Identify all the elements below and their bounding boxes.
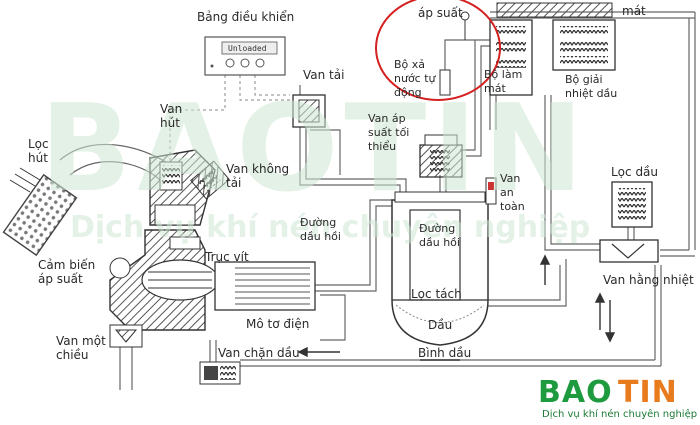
watermark-tagline: Dịch vụ khí nén chuyên nghiệp [70,210,591,245]
label-control-panel: Bảng điều khiển [197,10,295,24]
compressor [109,229,219,331]
label-oil-return-2: Đường dầu hồi [419,222,460,249]
label-auto-drain: Bộ xả nước tự động [394,58,436,99]
logo: BAO TIN Dịch vụ khí nén chuyên nghiệp [538,375,698,421]
logo-tagline: Dịch vụ khí nén chuyên nghiệp [542,409,698,420]
highlight-circle [375,0,501,101]
oil-cooler [552,19,616,71]
label-no-load-valve: Van không tải [226,162,290,190]
auto-drain-valve [439,11,470,96]
label-separator: Lọc tách [411,287,462,301]
label-oil-stop-valve: Van chặn dầu [218,346,300,360]
label-cooler: Bộ làm mát [484,68,523,95]
label-pressure: áp suất [418,6,463,20]
label-oil-cooler: Bộ giải nhiệt dầu [565,73,618,100]
label-oil-tank: Bình dầu [418,346,472,360]
label-oil-return-1: Đường dầu hồi [300,216,341,243]
electric-motor [214,261,316,311]
logo-brand-part1: BAO [538,375,613,410]
label-safety-valve: Van an toàn [500,172,525,213]
label-intake-valve: Van hút [160,102,183,130]
thermostatic-valve [599,239,659,263]
oil-tank [391,191,489,346]
label-thermostatic-valve: Van hằng nhiệt [603,273,694,287]
signal-lines [169,75,300,160]
oil-filter [611,181,653,228]
label-oil: Dầu [428,318,453,332]
label-pressure-sensor: Cảm biến áp suất [38,258,96,286]
flow-arrows [297,254,616,361]
check-valve [109,324,143,348]
label-unload-valve: Van tải [303,68,345,82]
label-screw: Trục vít [205,250,249,264]
cooler-fan-bar [496,2,613,18]
unload-valve [292,94,326,128]
label-min-pressure-valve: Van áp suất tối thiểu [368,112,410,153]
label-check-valve: Van một chiều [56,334,106,362]
label-motor: Mô tơ điện [246,317,310,331]
label-cooler-top: mát [622,4,646,18]
safety-valve [485,177,497,205]
air-filter [2,167,78,257]
panel-display: Unloaded [228,44,267,53]
minimum-pressure-valve [419,134,463,178]
label-oil-filter: Lọc dầu [611,165,659,179]
control-panel [204,36,286,76]
label-air-filter: Lọc hút [28,137,49,165]
no-load-valve [190,160,230,200]
watermark-brand: BAOTIN [40,80,590,219]
oil-stop-valve [199,361,241,385]
logo-brand-part2: TIN [618,375,678,410]
